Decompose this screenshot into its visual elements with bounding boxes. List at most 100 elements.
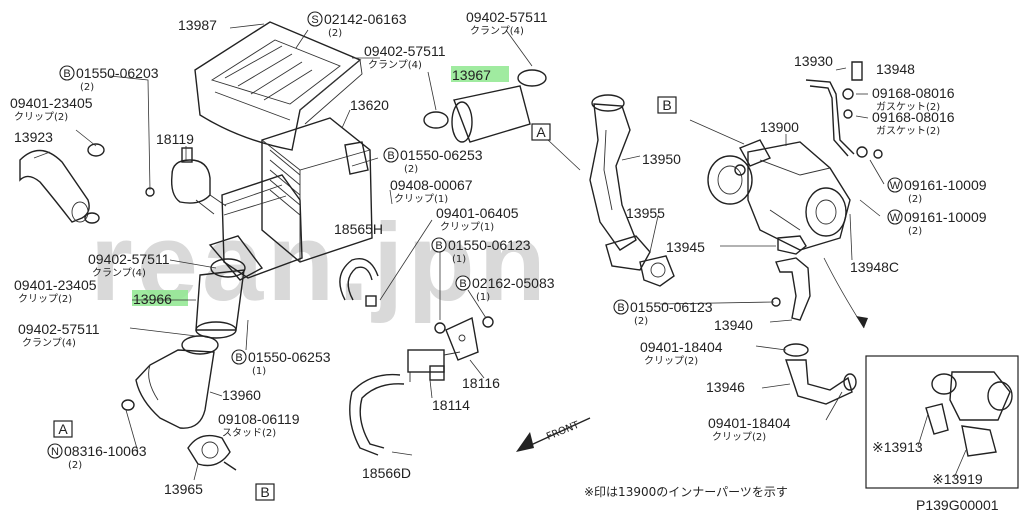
- ref-box-a-2: A: [53, 420, 73, 438]
- part-number: ※13919: [932, 471, 983, 487]
- part-number: 02162-05083: [472, 275, 555, 291]
- part-prefix-letter: W: [890, 212, 901, 224]
- part-number: 09402-57511: [18, 321, 100, 337]
- oil-pipe-13930-drawing: [805, 61, 883, 159]
- part-number: 09401-18404: [640, 339, 723, 355]
- part-number: 13945: [666, 239, 705, 255]
- hose-18566D-drawing: [349, 372, 411, 456]
- turbocharger-drawing: [707, 139, 851, 251]
- part-number: 09108-06119: [218, 411, 300, 427]
- part-number: 13940: [714, 317, 753, 333]
- part-description: クリップ(2): [712, 431, 766, 443]
- part-number: ※13913: [872, 439, 923, 455]
- part-quantity: (2): [908, 226, 922, 237]
- hose-13946-drawing: [783, 343, 857, 405]
- part-prefix-letter: B: [459, 278, 466, 290]
- part-quantity: (2): [404, 164, 418, 175]
- part-description: クリップ(2): [14, 111, 68, 123]
- part-prefix-circle: [231, 349, 247, 365]
- part-label-13955: 13955: [626, 205, 665, 221]
- intercooler-cover-drawing: [194, 21, 363, 151]
- part-number: 01550-06253: [248, 349, 331, 365]
- part-number: 13950: [642, 151, 681, 167]
- part-number: 01550-06253: [400, 147, 483, 163]
- part-number: 13620: [350, 97, 389, 113]
- part-label-13900: 13900: [760, 119, 799, 135]
- part-number: 09401-23405: [14, 277, 97, 293]
- inset-frame: [865, 355, 1019, 489]
- part-number: 18566D: [362, 465, 411, 481]
- part-number: 13960: [222, 387, 261, 403]
- part-label-13987: 13987: [178, 17, 217, 33]
- part-label-n08316: N 08316-10063(2): [47, 443, 147, 471]
- part-description: スタッド(2): [222, 427, 276, 439]
- part-number: 09161-10009: [904, 209, 987, 225]
- part-label-18566d: 18566D: [362, 465, 411, 481]
- part-label-13948c: 13948C: [850, 259, 899, 275]
- part-prefix-letter: N: [51, 446, 59, 458]
- part-description: クリップ(2): [644, 355, 698, 367]
- part-label-13950: 13950: [642, 151, 681, 167]
- part-number: 18119: [156, 131, 194, 147]
- part-label-13946: 13946: [706, 379, 745, 395]
- leader-lines: [33, 23, 967, 481]
- part-quantity: (2): [68, 460, 82, 471]
- part-number: 18565H: [334, 221, 383, 237]
- part-prefix-letter: B: [235, 352, 242, 364]
- part-description: クランプ(4): [22, 337, 76, 349]
- part-label-13620: 13620: [350, 97, 389, 113]
- svg-text:B: B: [662, 97, 671, 113]
- part-number: 13923: [14, 129, 53, 145]
- front-arrowhead: [516, 432, 534, 452]
- part-label-13923: 13923: [14, 129, 53, 145]
- part-number: 09168-08016: [872, 85, 955, 101]
- part-number: 09401-06405: [436, 205, 519, 221]
- part-quantity: (2): [634, 316, 648, 327]
- gasket-13965-drawing: [187, 434, 237, 471]
- part-number: 08316-10063: [64, 443, 147, 459]
- part-prefix-letter: B: [63, 68, 70, 80]
- part-number: 13966: [133, 291, 172, 307]
- part-number: 18116: [462, 375, 500, 391]
- part-label-13967: 13967: [452, 67, 491, 83]
- part-prefix-circle: [887, 209, 903, 225]
- part-prefix-circle: [307, 11, 323, 27]
- hose-13967-drawing: [423, 69, 547, 143]
- svg-text:B: B: [260, 484, 269, 500]
- part-number: 13930: [794, 53, 833, 69]
- part-number: 18114: [432, 397, 470, 413]
- pipe-13960-drawing: [121, 335, 219, 429]
- ref-box-b-1: B: [657, 96, 677, 114]
- part-label-13960: 13960: [222, 387, 261, 403]
- part-prefix-circle: [383, 147, 399, 163]
- inset-turbo-drawing: [925, 371, 1013, 457]
- highlight-13967: [451, 66, 509, 82]
- pipe-13950-drawing: [589, 94, 637, 251]
- inset-arrowhead: [856, 316, 868, 328]
- part-prefix-letter: S: [311, 14, 318, 26]
- part-prefix-letter: W: [890, 180, 901, 192]
- part-label-13945: 13945: [666, 239, 705, 255]
- part-number: 01550-06123: [630, 299, 713, 315]
- part-quantity: (2): [908, 194, 922, 205]
- part-prefix-circle: [455, 275, 471, 291]
- part-label-x13919: ※13919: [932, 471, 983, 487]
- part-label-13966: 13966: [133, 291, 172, 307]
- part-number: 13948C: [850, 259, 899, 275]
- part-label-x13913: ※13913: [872, 439, 923, 455]
- part-description: クランプ(4): [92, 267, 146, 279]
- part-description: クランプ(4): [368, 59, 422, 71]
